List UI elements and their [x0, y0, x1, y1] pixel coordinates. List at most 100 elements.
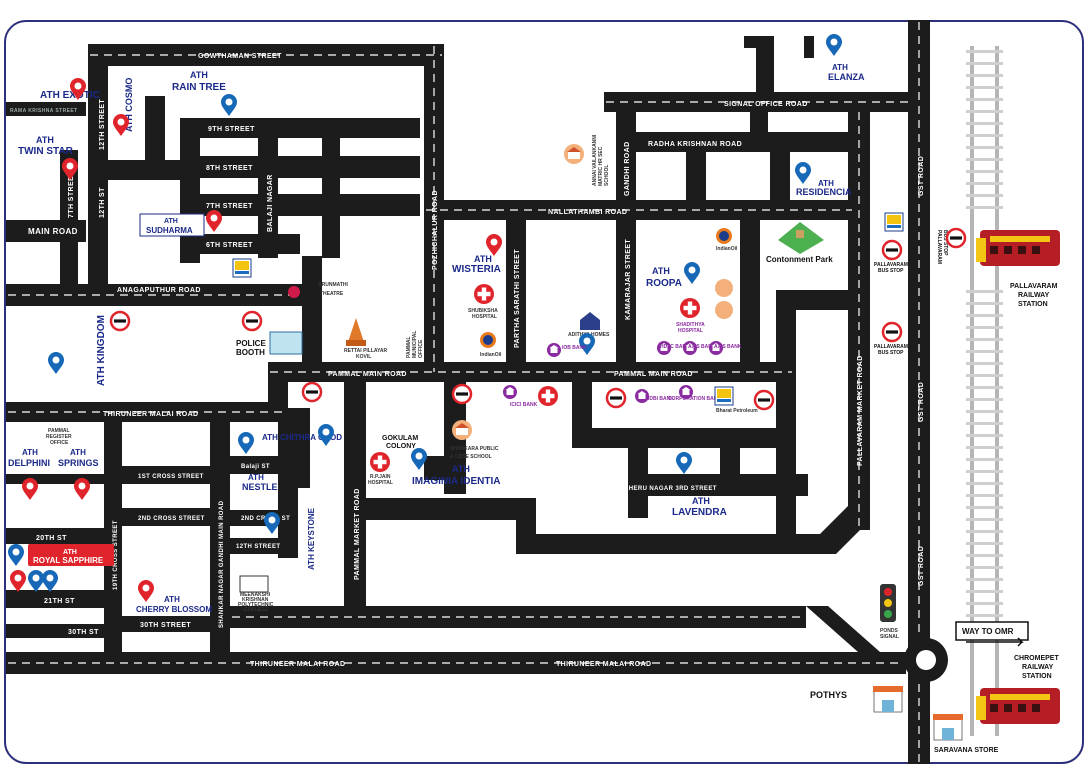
location-pin-icon: [48, 352, 64, 374]
landmark-indian-oil-2: IndianOil: [716, 246, 738, 252]
road-pammal-main-2: PAMMAL MAIN ROAD: [614, 371, 693, 378]
location-pin-icon: [221, 94, 237, 116]
place-elanza-1: ATH: [832, 63, 848, 72]
location-pin-icon: [684, 262, 700, 284]
landmark-indian-oil-1: IndianOil: [480, 352, 502, 358]
map-frame: [4, 20, 1084, 764]
road-thiruneer-1: THIRUNEER MALAI ROAD: [103, 411, 199, 418]
landmark-pammal-reg-1: PAMMAL: [48, 428, 70, 434]
landmark-pallavaram-bus-3: PALLAVARAM: [874, 344, 908, 350]
landmark-pallavaram-station-2: RAILWAY: [1018, 292, 1050, 299]
location-pin-icon: [10, 570, 26, 592]
road-seventh: 7TH STREET: [206, 203, 253, 210]
place-cosmo: ATH COSMO: [124, 78, 134, 132]
place-lavendra-1: ATH: [692, 496, 710, 506]
no-entry-icon: [605, 387, 627, 409]
place-wisteria-1: ATH: [474, 254, 492, 264]
landmark-arunmathi-2: THEATRE: [320, 291, 344, 297]
railway-track: [966, 46, 1003, 736]
landmark-meenakshi-1: MEENAKSHI: [240, 592, 271, 598]
landmark-pammal-office-2: MUNICIPAL: [412, 331, 418, 358]
road-pammal-main-1: PAMMAL MAIN ROAD: [328, 371, 407, 378]
landmark-idbi: IDBI BANK: [648, 396, 674, 402]
road-thiruneer-2: THIRUNEER MALAI ROAD: [250, 661, 346, 668]
landmark-annai-2: MATRIC HR SEC: [598, 146, 604, 186]
landmark-way-omr: WAY TO OMR: [962, 627, 1014, 636]
landmark-chromepet-3: STATION: [1022, 673, 1052, 680]
location-pin-icon: [826, 34, 842, 56]
road-balaji-nagar: BALAJI NAGAR: [267, 174, 274, 232]
location-pin-icon: [42, 570, 58, 592]
road-nallathambi: NALLATHAMBI ROAD: [548, 209, 627, 216]
place-residencia-1: ATH: [818, 179, 834, 188]
landmark-rpjain-1: R.P.JAIN: [370, 474, 391, 480]
place-rain-tree-1: ATH: [190, 70, 208, 80]
landmark-gokulam-2: COLONY: [386, 443, 416, 450]
road-network: [6, 20, 948, 764]
landmark-chromepet-2: RAILWAY: [1022, 664, 1054, 671]
landmark-pallavaram-station-3: STATION: [1018, 301, 1048, 308]
landmark-shankara-2: & CBSE SCHOOL: [450, 454, 492, 460]
location-pin-icon: [486, 234, 502, 256]
road-sixth: 6TH STREET: [206, 242, 253, 249]
landmark-pammal-reg-3: OFFICE: [50, 440, 69, 446]
place-exotic: ATH EXOTIC: [40, 90, 100, 101]
place-imaginia-1: ATH: [452, 464, 470, 474]
location-pin-icon: [138, 580, 154, 602]
road-rama-krishna: RAMA KRISHNA STREET: [10, 108, 78, 114]
road-gandhi: GANDHI ROAD: [624, 141, 631, 196]
no-entry-icon: [881, 321, 903, 343]
road-twelfth-c: 12TH STREET: [236, 544, 280, 550]
landmark-rettai-2: KOVIL: [356, 354, 371, 360]
landmark-rettai-1: RETTAI PILLAYAR: [344, 348, 388, 354]
no-entry-icon: [301, 381, 323, 403]
landmark-shankara-1: SHANKARA PUBLIC: [450, 446, 499, 452]
road-partha-sarathi: PARTHA SARATHI STREET: [514, 249, 521, 348]
road-gst-2: GST ROAD: [918, 382, 925, 422]
road-second-cross: 2ND CROSS STREET: [138, 516, 205, 522]
landmark-pammal-reg-2: REGISTER: [46, 434, 72, 440]
road-thirtieth: 30TH ST: [68, 629, 99, 636]
place-elanza-2: ELANZA: [828, 72, 865, 82]
place-rain-tree-2: RAIN TREE: [172, 82, 226, 93]
place-delphini-1: ATH: [22, 448, 38, 457]
ath-properties: ATH EXOTIC ATH COSMO ATH RAIN TREE ATH T…: [8, 34, 865, 614]
place-royal-2: ROYAL SAPPHIRE: [33, 556, 104, 565]
road-signal-office: SIGNAL OFFICE ROAD: [724, 101, 808, 108]
place-cherry-1: ATH: [164, 595, 180, 604]
road-eighth: 8TH STREET: [206, 165, 253, 172]
landmark-iob: IOB BANK: [562, 345, 587, 351]
location-pin-icon: [28, 570, 44, 592]
landmark-pallavaram-bus-v1: PALLAVARAM: [936, 230, 942, 264]
landmark-shubiksha-2: HOSPITAL: [472, 314, 497, 320]
landmark-icici: ICICI BANK: [510, 402, 538, 408]
place-kingdom: ATH KINGDOM: [96, 315, 107, 386]
place-twin-star-2: TWIN STAR: [18, 146, 74, 157]
place-residencia-2: RESIDENCIA: [796, 187, 852, 197]
place-chithra: ATH CHITHRA COOD: [262, 433, 342, 442]
road-gst-3: GST ROAD: [918, 546, 925, 586]
landmark-hdfc: HDFC BANK: [660, 344, 690, 350]
road-first-cross: 1ST CROSS STREET: [138, 474, 204, 480]
road-markings: [8, 22, 920, 762]
landmark-pallavaram-bus-4: BUS STOP: [878, 350, 904, 356]
place-delphini-2: DELPHINI: [8, 458, 50, 468]
landmark-annai-3: SCHOOL: [604, 165, 610, 186]
landmark-cantonment: Contonment Park: [766, 255, 833, 264]
location-pin-icon: [264, 512, 280, 534]
road-nheru-nagar: NHERU NAGAR 3RD STREET: [624, 486, 717, 492]
no-entry-icon: [945, 227, 967, 249]
road-thiruneer-3: THIRUNEER MALAI ROAD: [556, 661, 652, 668]
train-pallavaram-icon: [976, 230, 1060, 266]
landmark-axis-1: AXIS BANK: [688, 344, 716, 350]
no-entry-icon: [109, 310, 131, 332]
landmark-meenakshi-3: POLYTECHNIC: [238, 602, 274, 608]
road-ninth: 9TH STREET: [208, 126, 255, 133]
place-nestle-2: NESTLE: [242, 482, 278, 492]
road-pallavaram-market: PALLAVARAM MARKET ROAD: [857, 355, 864, 466]
place-imaginia-2: IMAGINIA IDENTIA: [412, 476, 501, 487]
landmark-axis-2: AXIS BANK: [714, 344, 742, 350]
landmark-gokulam-1: GOKULAM: [382, 435, 418, 442]
road-thirtieth-street: 30TH STREET: [140, 622, 191, 629]
